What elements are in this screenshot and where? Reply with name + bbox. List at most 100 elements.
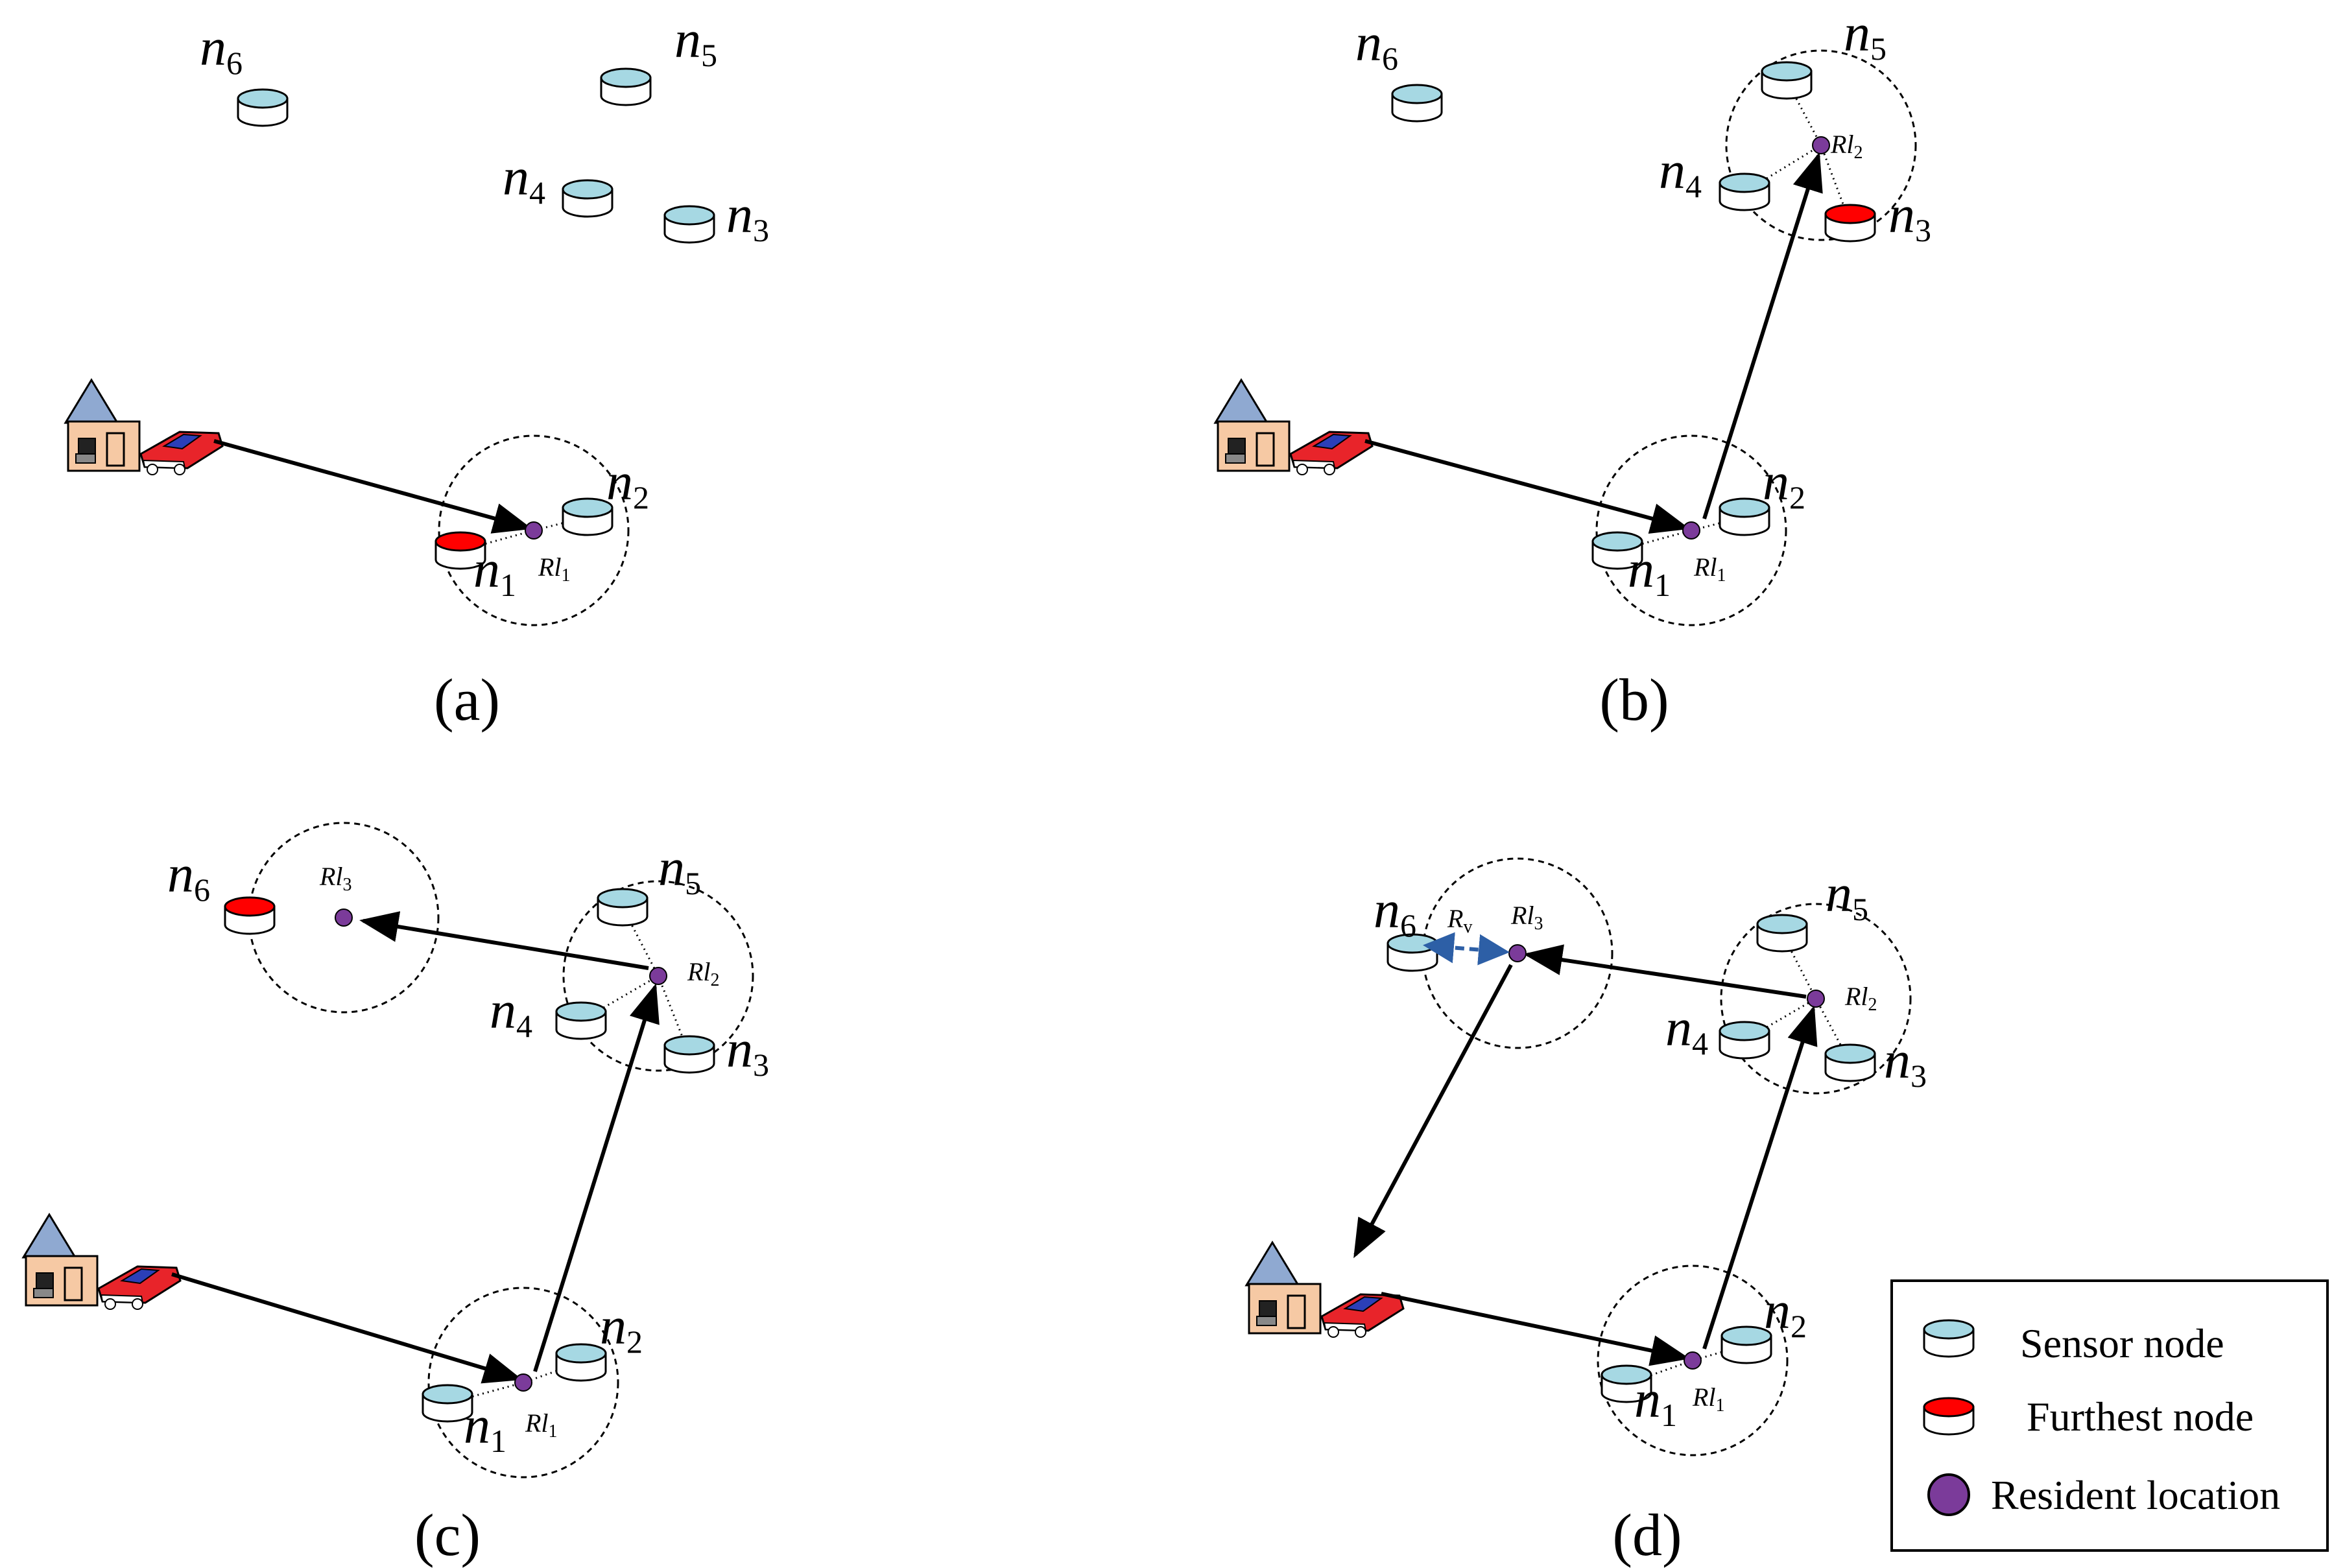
node-label-n4: n4: [503, 147, 545, 211]
link-n1-rl1: [460, 529, 534, 552]
panels-layer: n1n2n3n4n5n6Rl1(a)n1n2n3n4n5n6Rl1Rl2(b)n…: [21, 3, 1931, 1568]
legend-resident-label: Resident location: [1991, 1472, 2280, 1518]
link-n3-rl2: [1815, 998, 1851, 1063]
sensor-node-n1: [1591, 531, 1643, 570]
legend-furthest-cylinder: [1923, 1397, 1975, 1436]
node-label-n5: n5: [1826, 864, 1868, 927]
node-label-n5: n5: [658, 838, 701, 901]
node-label-n3: n3: [726, 1019, 769, 1083]
coverage-range-rl2: [562, 880, 754, 1072]
coverage-range-rl1: [427, 1287, 619, 1479]
node-label-n1: n1: [464, 1396, 506, 1459]
node-label-n3: n3: [1888, 185, 1931, 248]
house-icon: [1244, 1241, 1322, 1335]
sensor-node-n1: [434, 531, 486, 570]
resident-location-rl2: [1807, 990, 1825, 1008]
car-icon: [139, 431, 224, 475]
legend-resident-icon: [1927, 1473, 1970, 1516]
node-label-n4: n4: [1659, 141, 1702, 204]
resident-label-rl2: Rl2: [687, 957, 720, 990]
resident-location-rl1: [1684, 1351, 1702, 1370]
link-n3-rl2: [657, 975, 691, 1055]
sink-path-arrow-1: [213, 439, 532, 534]
resident-location-rl1: [514, 1373, 532, 1392]
sensor-node-n4: [562, 179, 613, 218]
link-n5-rl2: [1781, 932, 1817, 999]
node-label-n5: n5: [1844, 3, 1887, 67]
sensor-node-n2: [1719, 497, 1770, 536]
legend-sensor-icon: [1923, 1319, 1975, 1358]
resident-location-rl2: [1812, 136, 1830, 154]
sensor-node-n6: [237, 88, 289, 127]
node-label-n6: n6: [200, 18, 243, 81]
sensor-node-n4: [1719, 172, 1770, 211]
sink-path-arrow-3: [1523, 944, 1807, 999]
sink-path-arrow-1: [1364, 439, 1690, 534]
panel-caption: (a): [434, 667, 500, 733]
resident-label-rl1: Rl1: [1692, 1383, 1725, 1416]
node-label-n3: n3: [1884, 1030, 1927, 1094]
node-label-n6: n6: [1355, 13, 1398, 77]
legend-sensor-cylinder: [1923, 1319, 1975, 1358]
node-label-n4: n4: [1665, 998, 1708, 1062]
sensor-node-n5: [597, 888, 649, 927]
range-rv-label: Rv: [1447, 904, 1472, 937]
sensor-node-n1: [1601, 1364, 1652, 1403]
range-rv-arrow: [1423, 932, 1510, 966]
legend: Sensor node Furthest node Resident locat…: [1890, 1279, 2329, 1552]
node-label-n2: n2: [606, 452, 649, 516]
sensor-node-n6: [1391, 84, 1443, 123]
link-n2-rl1: [1692, 1344, 1747, 1362]
coverage-range-rl1: [438, 434, 630, 626]
car-icon: [1320, 1293, 1405, 1338]
resident-location-rl3: [335, 909, 353, 927]
node-label-n5: n5: [674, 10, 717, 73]
coverage-range-rl3: [1422, 857, 1613, 1049]
panel-caption: (c): [414, 1502, 481, 1568]
sensor-node-n6: [224, 896, 276, 935]
coverage-range-rl2: [1725, 49, 1917, 241]
sensor-node-n5: [1756, 914, 1808, 953]
sensor-node-n3: [1824, 1043, 1876, 1082]
base-station: [1244, 1241, 1405, 1338]
sensor-node-n3: [1824, 204, 1876, 243]
sensor-node-n3: [663, 205, 715, 244]
resident-label-rl1: Rl1: [538, 552, 571, 586]
sink-path-arrow-3: [359, 911, 649, 970]
sink-path-arrow-4: [1353, 964, 1513, 1259]
resident-label-rl3: Rl3: [1510, 901, 1543, 934]
node-label-n2: n2: [600, 1296, 643, 1360]
legend-furthest-icon: [1923, 1397, 1975, 1436]
legend-furthest-label: Furthest node: [2027, 1394, 2254, 1440]
resident-label-rl1: Rl1: [525, 1408, 558, 1442]
sink-path-arrow-2: [1702, 152, 1823, 519]
sensor-node-n4: [1719, 1021, 1770, 1060]
panel-caption: (d): [1612, 1502, 1682, 1568]
resident-label-rl1: Rl1: [1693, 552, 1726, 586]
legend-sensor-label: Sensor node: [2020, 1320, 2224, 1366]
node-label-n1: n1: [473, 540, 516, 603]
link-n3-rl2: [1820, 145, 1851, 224]
car-icon: [1289, 431, 1374, 475]
sensor-node-n5: [1761, 61, 1813, 100]
resident-location-rl2: [649, 967, 667, 985]
resident-label-rl3: Rl3: [319, 862, 352, 895]
sink-path-arrow-2: [533, 983, 660, 1372]
node-label-n1: n1: [1634, 1370, 1677, 1433]
panel-caption: (b): [1599, 667, 1669, 733]
sensor-node-n2: [555, 1343, 607, 1382]
sensor-node-n1: [422, 1384, 473, 1423]
resident-location-rl3: [1508, 944, 1527, 962]
sensor-node-n5: [600, 67, 652, 106]
base-station: [1213, 378, 1374, 475]
sensor-node-n3: [663, 1035, 715, 1074]
sink-path-arrow-1: [1381, 1292, 1690, 1366]
node-label-n6: n6: [167, 844, 210, 908]
house-icon: [21, 1213, 99, 1307]
link-n5-rl2: [1785, 80, 1822, 146]
